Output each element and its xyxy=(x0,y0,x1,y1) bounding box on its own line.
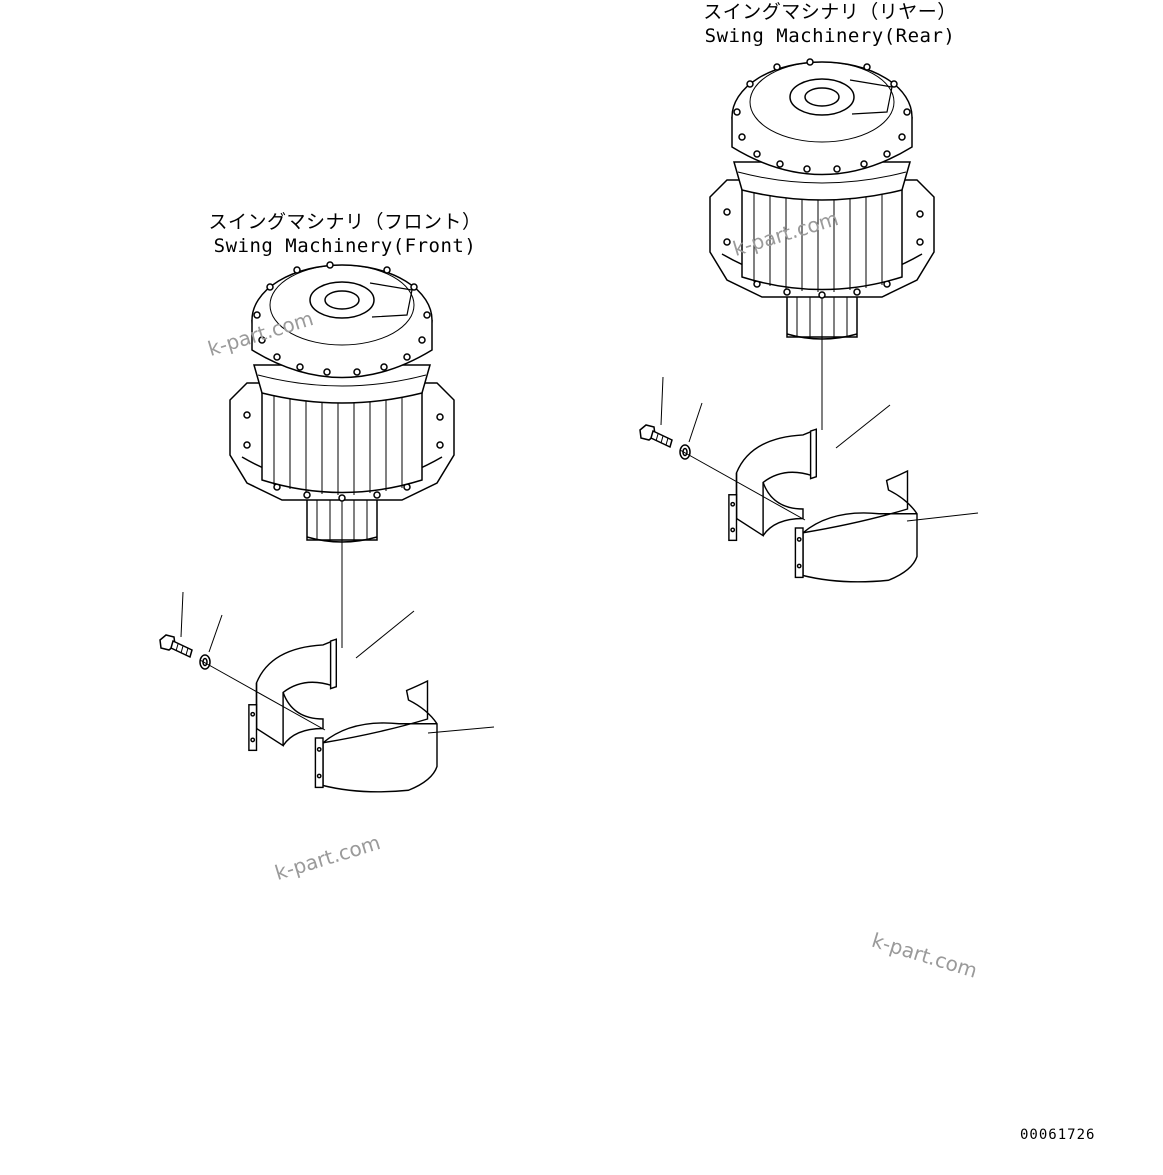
rear-label-en: Swing Machinery(Rear) xyxy=(704,25,956,47)
rear-label: スイングマシナリ（リヤー） Swing Machinery(Rear) xyxy=(675,0,985,48)
front-swing-machinery-drawing xyxy=(159,261,495,793)
document-number: 00061726 xyxy=(1020,1127,1096,1143)
front-label-en: Swing Machinery(Front) xyxy=(213,235,477,257)
rear-label-jp: スイングマシナリ（リヤー） xyxy=(703,1,957,23)
front-label: スイングマシナリ（フロント） Swing Machinery(Front) xyxy=(185,210,505,258)
front-label-jp: スイングマシナリ（フロント） xyxy=(208,211,482,233)
rear-swing-machinery-drawing xyxy=(639,58,979,583)
